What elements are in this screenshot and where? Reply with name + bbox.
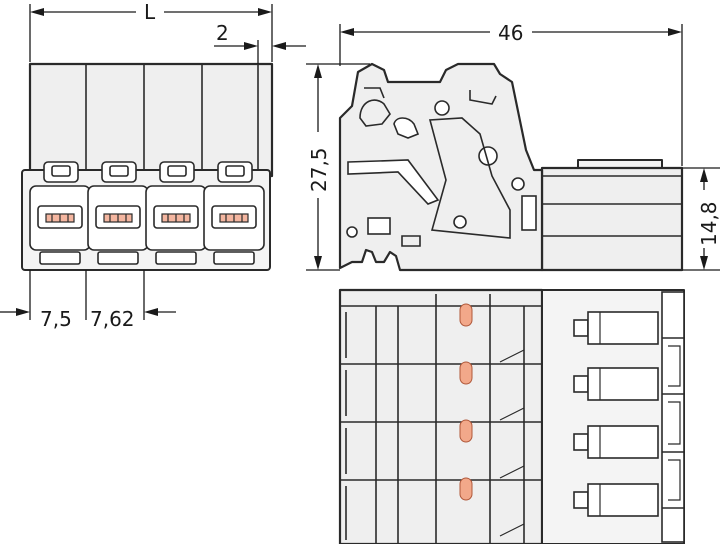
top-release-pin-2	[459, 361, 473, 385]
top-release-pin-3	[459, 419, 473, 443]
top-view	[338, 288, 685, 544]
side-pin-block	[540, 159, 684, 272]
top-male-pin-2	[573, 367, 659, 401]
front-view: L 2 7,5 7,62	[0, 0, 306, 331]
dimension-2: 2	[214, 21, 306, 64]
dimension-46-label: 46	[498, 21, 523, 45]
dimension-7-5-label: 7,5	[40, 307, 72, 331]
top-release-pin-4	[459, 477, 473, 501]
dimension-2-label: 2	[216, 21, 229, 45]
front-pole-3	[145, 161, 207, 265]
dimension-pitch: 7,5 7,62	[0, 270, 176, 331]
front-housing-upper	[28, 62, 274, 178]
dimension-27-5: 27,5	[306, 63, 370, 271]
dimension-27-5-label: 27,5	[307, 147, 331, 192]
dimension-L-label: L	[144, 0, 156, 24]
dimension-46: 46	[339, 21, 683, 166]
top-male-pin-3	[573, 425, 659, 459]
side-view: 46 27,5 14,8	[306, 21, 720, 272]
top-release-pin-1	[459, 303, 473, 327]
dimension-L: L	[29, 0, 273, 62]
top-male-pin-4	[573, 483, 659, 517]
top-male-pin-1	[573, 311, 659, 345]
front-pole-2	[87, 161, 149, 265]
top-housing	[338, 288, 544, 544]
dimension-7-62-label: 7,62	[90, 307, 135, 331]
front-pole-4	[203, 161, 265, 265]
front-pole-1	[29, 161, 91, 265]
dimension-14-8: 14,8	[682, 167, 720, 271]
dimension-14-8-label: 14,8	[697, 201, 720, 246]
